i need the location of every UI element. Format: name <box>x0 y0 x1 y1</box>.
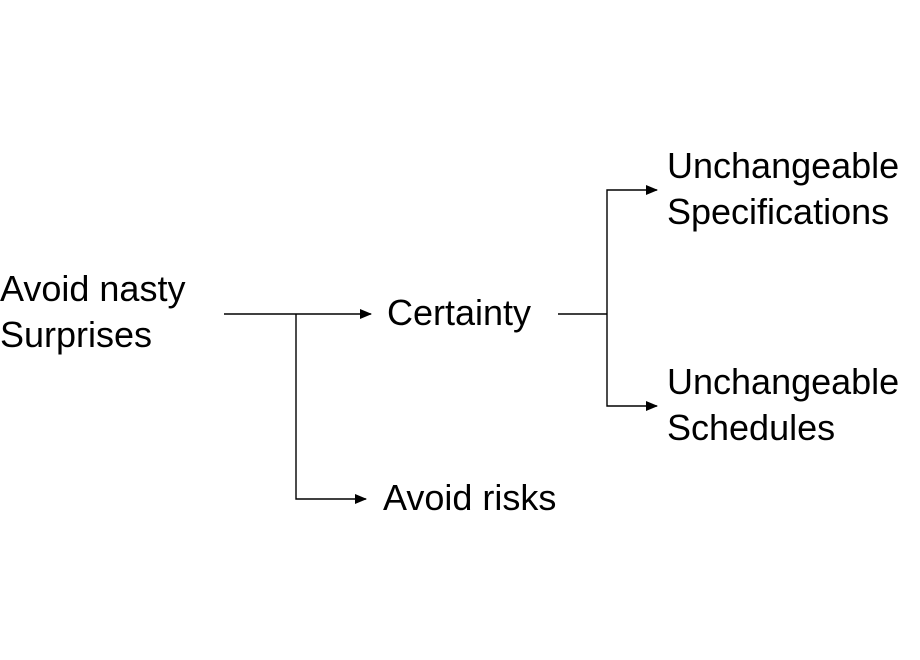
node-certainty-label: Certainty <box>387 292 532 333</box>
node-spec-line-1: Unchangeable <box>667 145 900 186</box>
node-root-line-1: Avoid nasty <box>0 268 186 309</box>
node-root-line-2: Surprises <box>0 314 153 355</box>
node-avoid-risks: Avoid risks <box>383 475 556 521</box>
node-sched-line-1: Unchangeable <box>667 361 900 402</box>
node-avoid-risks-label: Avoid risks <box>383 477 557 518</box>
node-unchangeable-schedules: Unchangeable Schedules <box>667 359 899 451</box>
node-spec-line-2: Specifications <box>667 191 890 232</box>
edge-root-to-avoid-risks <box>295 314 367 504</box>
node-certainty: Certainty <box>387 290 531 336</box>
edge-certainty-to-specifications <box>606 185 658 314</box>
node-sched-line-2: Schedules <box>667 407 836 448</box>
edge-certainty-to-schedules <box>606 314 658 411</box>
node-unchangeable-specifications: Unchangeable Specifications <box>667 143 899 235</box>
node-avoid-nasty-surprises: Avoid nasty Surprises <box>0 266 185 358</box>
